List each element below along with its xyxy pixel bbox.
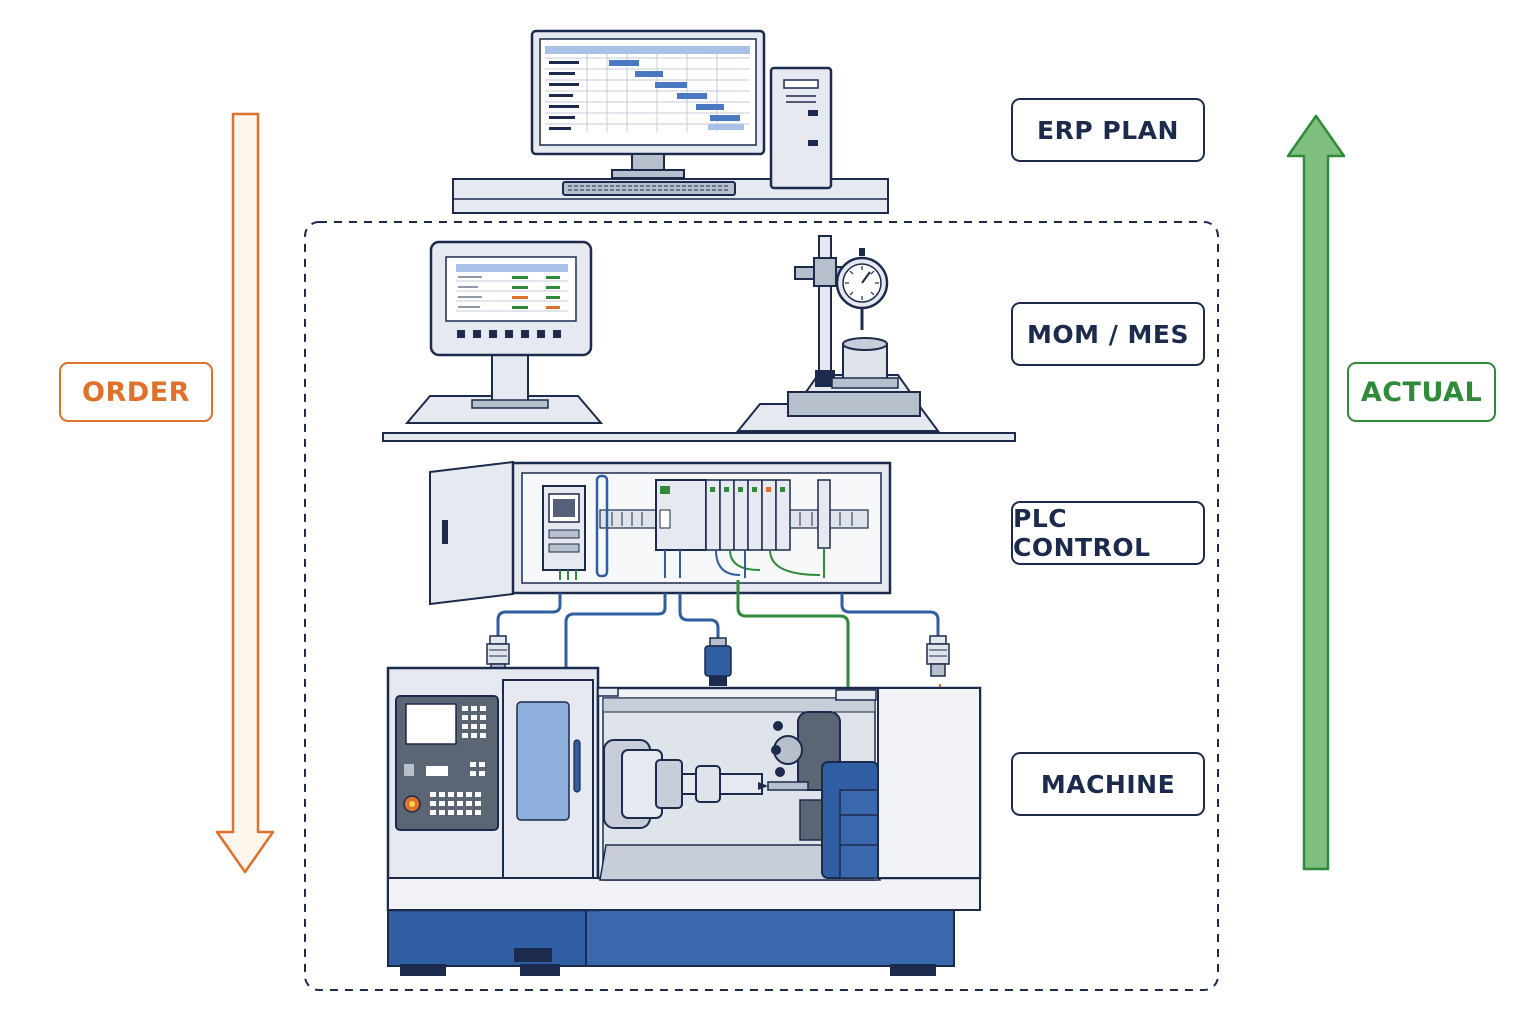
plc-cabinet-icon: [429, 460, 892, 606]
layer-label-plc: PLC CONTROL: [1011, 501, 1205, 565]
field-cables: [496, 580, 940, 688]
layer-label-mom-mes: MOM / MES: [1011, 302, 1205, 366]
cnc-lathe-icon: [386, 666, 982, 976]
hmi-terminal-icon: [382, 240, 1016, 442]
order-arrow: [215, 112, 275, 874]
desktop-computer-icon: [452, 29, 889, 214]
layer-label-erp: ERP PLAN: [1011, 98, 1205, 162]
shop-floor-boundary: [304, 221, 1219, 991]
order-flow-label: ORDER: [59, 362, 213, 422]
actual-arrow: [1286, 114, 1346, 871]
dial-gauge-icon: [735, 235, 940, 432]
actual-flow-label: ACTUAL: [1347, 362, 1496, 422]
layer-label-machine: MACHINE: [1011, 752, 1205, 816]
